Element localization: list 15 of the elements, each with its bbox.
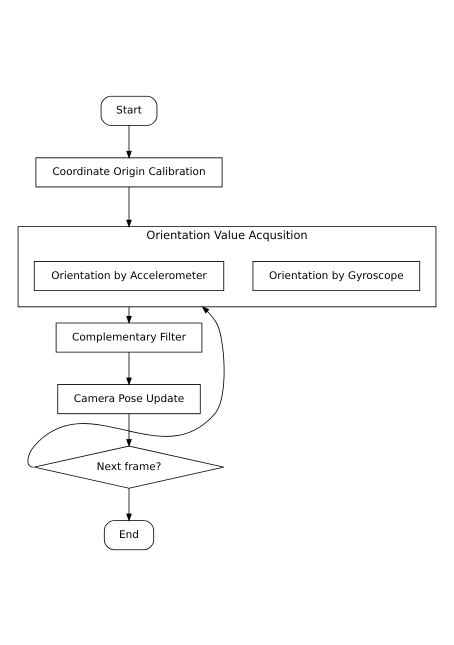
node-box: Coordinate Origin Calibration xyxy=(35,156,223,187)
arrow xyxy=(126,124,132,158)
node-box: End xyxy=(104,520,154,550)
arrow xyxy=(126,351,132,386)
arrow xyxy=(126,487,132,522)
node-box: Start xyxy=(100,95,158,126)
node-diamond: Next frame? xyxy=(34,445,224,488)
arrow xyxy=(126,186,132,228)
arrow xyxy=(126,306,132,324)
node-box: Complementary Filter xyxy=(56,322,202,352)
arrow xyxy=(28,305,224,468)
node-box: Orientation by Accelerometer xyxy=(34,260,224,290)
arrow xyxy=(126,413,132,447)
node-box: Orientation by Gyroscope xyxy=(252,260,420,290)
node-box: Camera Pose Update xyxy=(57,384,201,414)
